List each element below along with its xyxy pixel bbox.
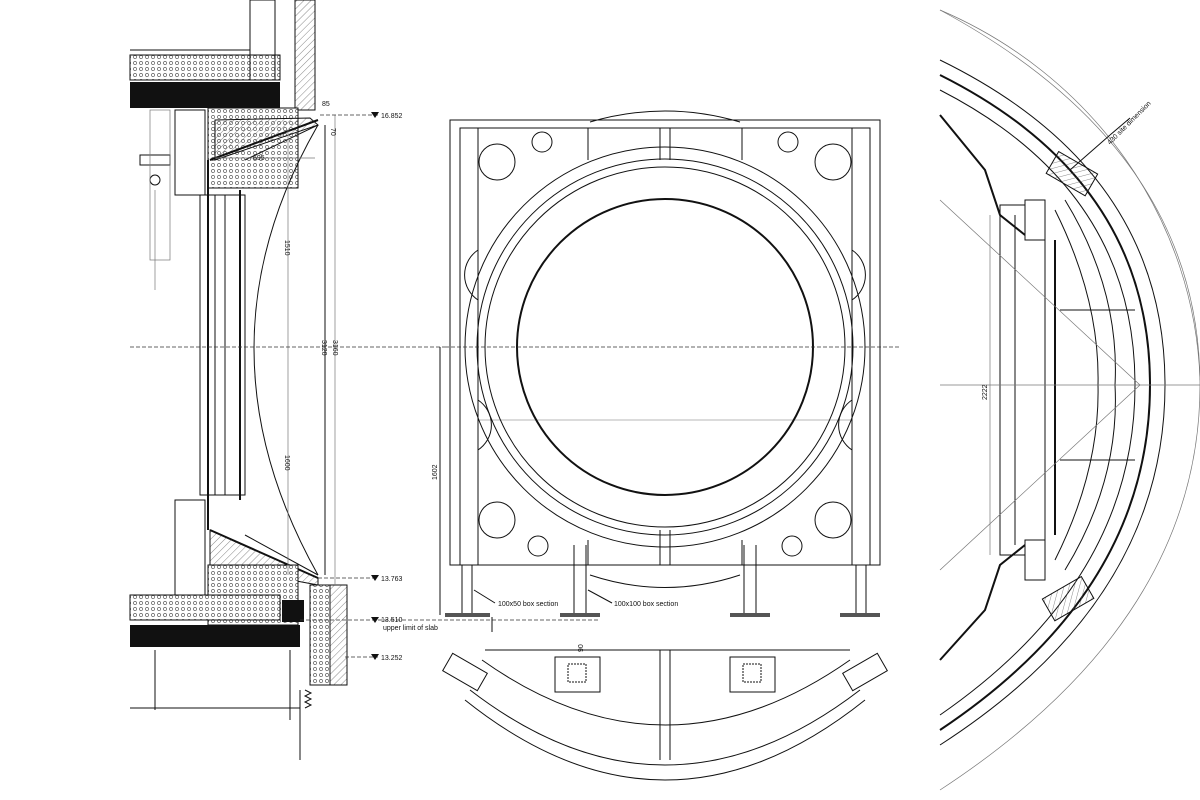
level-triangle-icon — [371, 654, 379, 660]
dim-1602: 1602 — [432, 464, 439, 480]
dim-1510: 1510 — [283, 240, 290, 256]
dim-1600: 1600 — [283, 455, 290, 471]
level-marker-13510: 13.510 upper limit of slab — [371, 617, 438, 632]
dim-3160: 3160 — [331, 340, 338, 356]
site-dimension-note: 430 site dimension — [1106, 100, 1152, 146]
level-triangle-icon — [371, 112, 379, 118]
curved-plan-drawing — [939, 9, 1200, 791]
level-marker-13252: 13.252 — [371, 654, 403, 662]
label-100x50-box-section: 100x50 box section — [498, 601, 558, 608]
upper-slab — [130, 82, 280, 108]
slab-note: upper limit of slab — [383, 625, 438, 632]
dim-70: 70 — [329, 128, 336, 136]
level-triangle-icon — [371, 617, 379, 623]
svg-text:13.510: 13.510 — [381, 617, 403, 624]
svg-text:16.852: 16.852 — [381, 113, 403, 120]
base-plan-drawing — [441, 649, 889, 781]
dim-90: 90 — [578, 644, 585, 652]
level-marker-13763: 13.763 — [371, 575, 403, 583]
dim-2222: 2222 — [982, 384, 989, 400]
wall-section-drawing — [129, 0, 600, 760]
dim-85: 85 — [322, 101, 330, 108]
label-100x100-box-section: 100x100 box section — [614, 601, 678, 608]
dim-3120: 3120 — [320, 340, 327, 356]
svg-text:13.252: 13.252 — [381, 655, 403, 662]
lower-slab — [130, 625, 300, 647]
svg-text:13.763: 13.763 — [381, 576, 403, 583]
upper-insulation-layer — [129, 54, 281, 81]
dim-695: 695 — [253, 155, 265, 162]
level-marker-top: 16.852 — [371, 112, 403, 120]
window-elevation-drawing — [439, 110, 900, 632]
level-triangle-icon — [371, 575, 379, 581]
